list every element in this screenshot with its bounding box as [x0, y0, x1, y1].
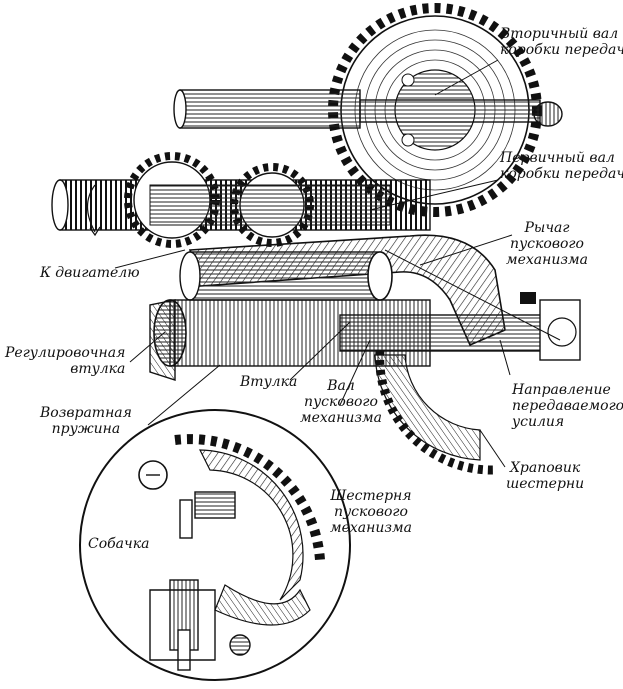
label-line: механизма: [300, 410, 382, 426]
label-line: механизма: [506, 252, 588, 268]
label-starter-shaft: Вал пускового механизма: [300, 378, 382, 426]
return-spring-cylinder: [149, 292, 581, 381]
label-return-spring: Возвратная пружина: [40, 405, 132, 437]
label-line: пружина: [51, 421, 121, 437]
label-line: Вторичный вал: [500, 26, 619, 42]
label-line: Храповик: [509, 460, 581, 476]
label-line: усилия: [512, 414, 565, 430]
label-line: пускового: [334, 504, 408, 520]
label-line: Собачка: [88, 536, 150, 552]
inset-detail: [79, 409, 351, 681]
label-line: шестерни: [506, 476, 585, 492]
label-line: пускового: [510, 236, 584, 252]
label-sleeve: Втулка: [240, 374, 297, 390]
secondary-shaft: [173, 89, 563, 129]
label-line: Первичный вал: [500, 150, 615, 166]
upper-cylinder: [179, 251, 393, 301]
primary-shaft: [51, 152, 431, 248]
label-line: Направление: [512, 382, 611, 398]
label-force-direction: Направление передаваемого усилия: [512, 382, 623, 430]
label-primary-shaft: Первичный вал коробки передач: [500, 150, 623, 182]
label-line: Вал: [327, 378, 355, 394]
label-ratchet: Храповик шестерни: [506, 460, 584, 492]
label-line: механизма: [330, 520, 412, 536]
label-secondary-shaft: Вторичный вал коробки передач: [500, 26, 623, 58]
label-line: Шестерня: [330, 488, 412, 504]
label-pawl: Собачка: [88, 536, 149, 552]
label-line: К двигателю: [40, 265, 140, 281]
label-line: Втулка: [240, 374, 298, 390]
starter-gear: [374, 349, 496, 475]
rotation-arrow-icon: [86, 184, 101, 237]
label-line: Возвратная: [40, 405, 132, 421]
label-starter-gear: Шестерня пускового механизма: [330, 488, 412, 536]
label-lever: Рычаг пускового механизма: [506, 220, 588, 268]
label-line: пускового: [304, 394, 378, 410]
label-adjusting-sleeve: Регулировочная втулка: [5, 345, 125, 377]
label-to-engine: К двигателю: [40, 265, 140, 281]
label-line: Рычаг: [524, 220, 570, 236]
label-line: коробки передач: [500, 166, 623, 182]
label-line: коробки передач: [500, 42, 623, 58]
label-line: Регулировочная: [5, 345, 126, 361]
label-line: втулка: [70, 361, 126, 377]
label-line: передаваемого: [512, 398, 623, 414]
